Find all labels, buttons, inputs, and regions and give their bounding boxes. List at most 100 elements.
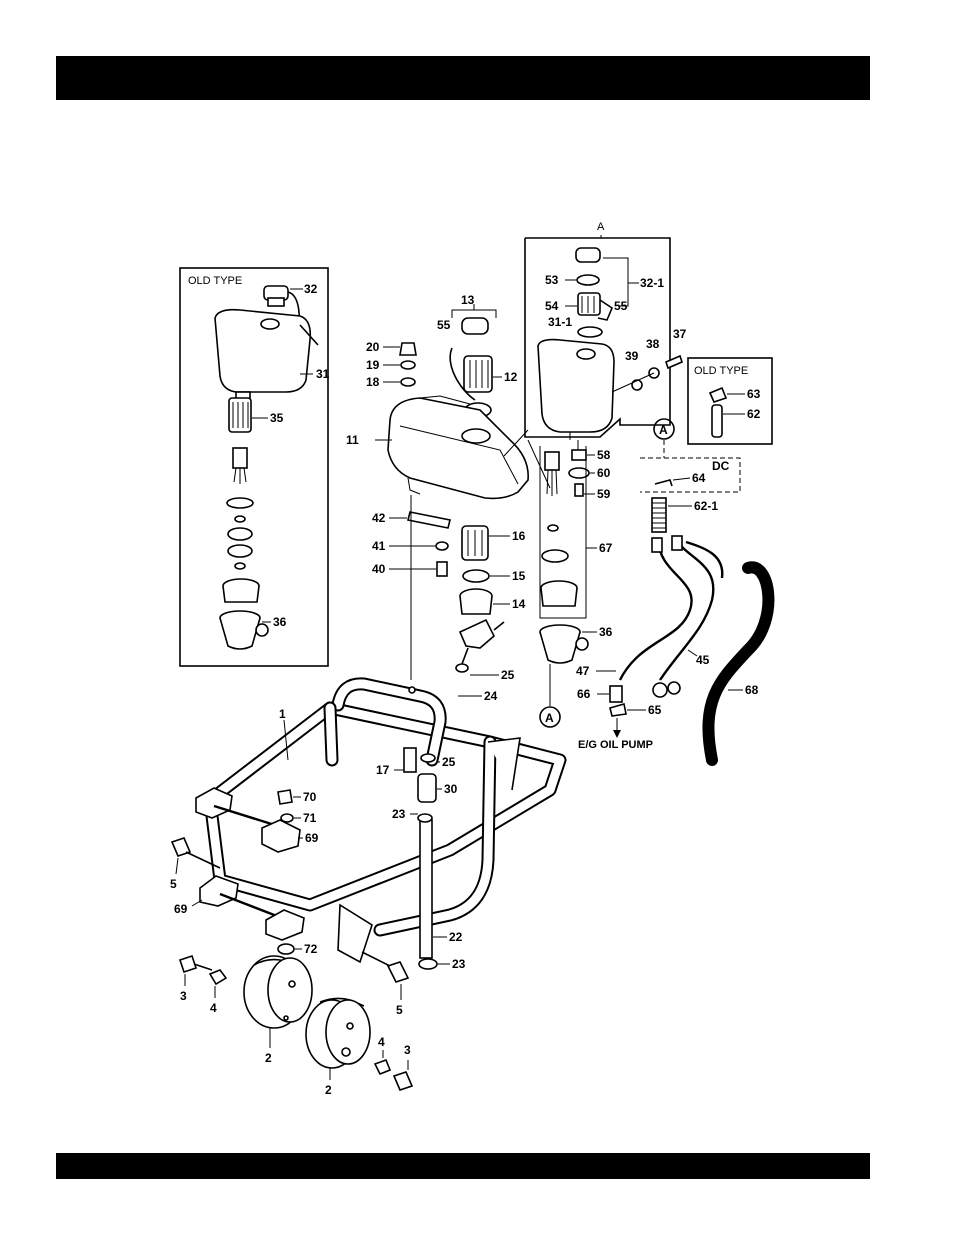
label-31-1: 31-1	[548, 315, 572, 329]
label-32-1: 32-1	[640, 276, 664, 290]
label-71: 71	[303, 811, 317, 825]
nut-4-right	[375, 1060, 390, 1074]
label-17: 17	[376, 763, 390, 777]
label-55-right: 55	[614, 299, 628, 313]
label-4-left: 4	[210, 1001, 217, 1015]
detail-a-panel: A 32-1 53 54 55 31-1 39 3	[525, 221, 687, 440]
label-68: 68	[745, 683, 759, 697]
label-63: 63	[747, 387, 761, 401]
tank-strap	[408, 512, 450, 528]
label-5-left: 5	[170, 877, 177, 891]
label-30: 30	[444, 782, 458, 796]
label-72: 72	[304, 942, 318, 956]
oil-tank-new	[538, 340, 614, 440]
rubber-mount-left	[244, 956, 312, 1028]
label-66: 66	[577, 687, 591, 701]
cap-filter-assy	[576, 248, 612, 337]
label-36-right: 36	[599, 625, 613, 639]
label-13: 13	[461, 293, 475, 307]
label-11: 11	[346, 433, 359, 447]
label-1: 1	[279, 707, 286, 721]
oil-tank-old	[215, 310, 318, 402]
label-55-left: 55	[437, 318, 451, 332]
detail-a-label: A	[597, 221, 605, 233]
label-37: 37	[673, 327, 687, 341]
tank-fitting	[223, 579, 259, 602]
label-62-1: 62-1	[694, 499, 718, 513]
label-25-top: 25	[501, 668, 515, 682]
label-69-top: 69	[305, 831, 319, 845]
label-58: 58	[597, 448, 611, 462]
old-type-left-label: OLD TYPE	[188, 275, 242, 287]
bolt-3-right	[394, 1072, 412, 1090]
nut-4-left	[210, 970, 226, 984]
label-18: 18	[366, 375, 380, 389]
label-42: 42	[372, 511, 386, 525]
label-45: 45	[696, 653, 710, 667]
label-14: 14	[512, 597, 526, 611]
bolt-5-right	[388, 962, 408, 982]
hose-joint	[610, 686, 622, 702]
label-32: 32	[304, 282, 318, 296]
tank-hardware	[400, 343, 416, 386]
label-19: 19	[366, 358, 380, 372]
label-23-bottom: 23	[452, 957, 466, 971]
label-60: 60	[597, 466, 611, 480]
label-70: 70	[303, 790, 317, 804]
label-5-right: 5	[396, 1003, 403, 1017]
label-2-right: 2	[325, 1083, 332, 1097]
label-41: 41	[372, 539, 386, 553]
main-frame	[210, 684, 560, 962]
label-22: 22	[449, 930, 463, 944]
fuel-hose	[420, 820, 432, 958]
label-35: 35	[270, 411, 284, 425]
detail-a-ref-bottom: A	[540, 707, 560, 727]
corrugated-hose	[708, 567, 768, 760]
label-40: 40	[372, 562, 386, 576]
spring-part	[652, 498, 666, 532]
bolt-17	[404, 748, 416, 772]
label-39: 39	[625, 349, 639, 363]
label-23-top: 23	[392, 807, 406, 821]
label-64: 64	[692, 471, 706, 485]
fuel-filter-30	[418, 774, 436, 802]
label-3-left: 3	[180, 989, 187, 1003]
fuel-strainer-assy	[460, 526, 492, 614]
label-69-bottom: 69	[174, 902, 188, 916]
old-type-right-panel: OLD TYPE 63 62	[688, 358, 772, 444]
old-type-left-panel: OLD TYPE 32 31 35	[180, 268, 330, 666]
label-24: 24	[484, 689, 498, 703]
label-16: 16	[512, 529, 526, 543]
dc-panel: DC 64	[640, 458, 740, 492]
fuel-tank	[388, 396, 528, 498]
filter-part	[229, 398, 251, 432]
label-20: 20	[366, 340, 380, 354]
label-65: 65	[648, 703, 662, 717]
label-54: 54	[545, 299, 559, 313]
detail-a-stack	[540, 440, 589, 663]
label-4-right: 4	[378, 1035, 385, 1049]
eg-oil-pump-label: E/G OIL PUMP	[578, 739, 653, 751]
fuel-cock	[456, 620, 504, 672]
label-3-right: 3	[404, 1043, 411, 1057]
hose-clamp	[610, 704, 626, 716]
svg-text:A: A	[659, 423, 668, 437]
label-2-left: 2	[265, 1051, 272, 1065]
dc-label: DC	[712, 459, 730, 473]
label-47: 47	[576, 664, 590, 678]
label-53: 53	[545, 273, 559, 287]
label-36-left: 36	[273, 615, 287, 629]
bolt-3-left	[180, 956, 196, 972]
label-31: 31	[316, 367, 330, 381]
float-sensor	[227, 448, 253, 569]
label-15: 15	[512, 569, 526, 583]
label-67: 67	[599, 541, 613, 555]
old-type-right-label: OLD TYPE	[694, 365, 748, 377]
strainer-bowl-old	[220, 611, 268, 649]
label-25-bottom: 25	[442, 755, 456, 769]
rubber-mount-right	[306, 998, 370, 1068]
label-38: 38	[646, 337, 660, 351]
label-12: 12	[504, 370, 518, 384]
label-59: 59	[597, 487, 611, 501]
